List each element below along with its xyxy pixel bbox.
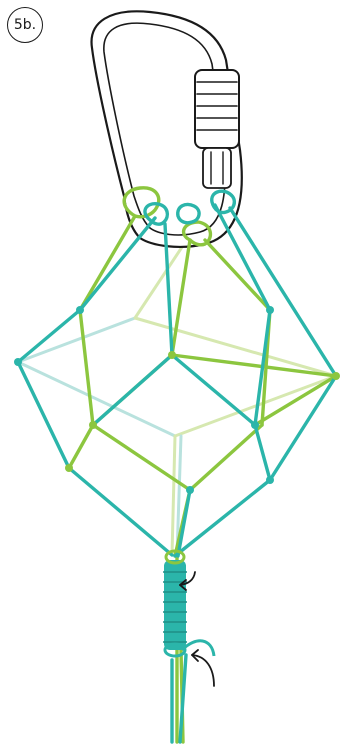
step-badge: 5b. bbox=[7, 7, 43, 43]
knot-nodes bbox=[14, 306, 340, 494]
wrap-knot bbox=[163, 551, 214, 656]
step-label: 5b. bbox=[14, 17, 36, 33]
back-edges bbox=[18, 235, 336, 555]
arrow-icon bbox=[192, 650, 214, 686]
